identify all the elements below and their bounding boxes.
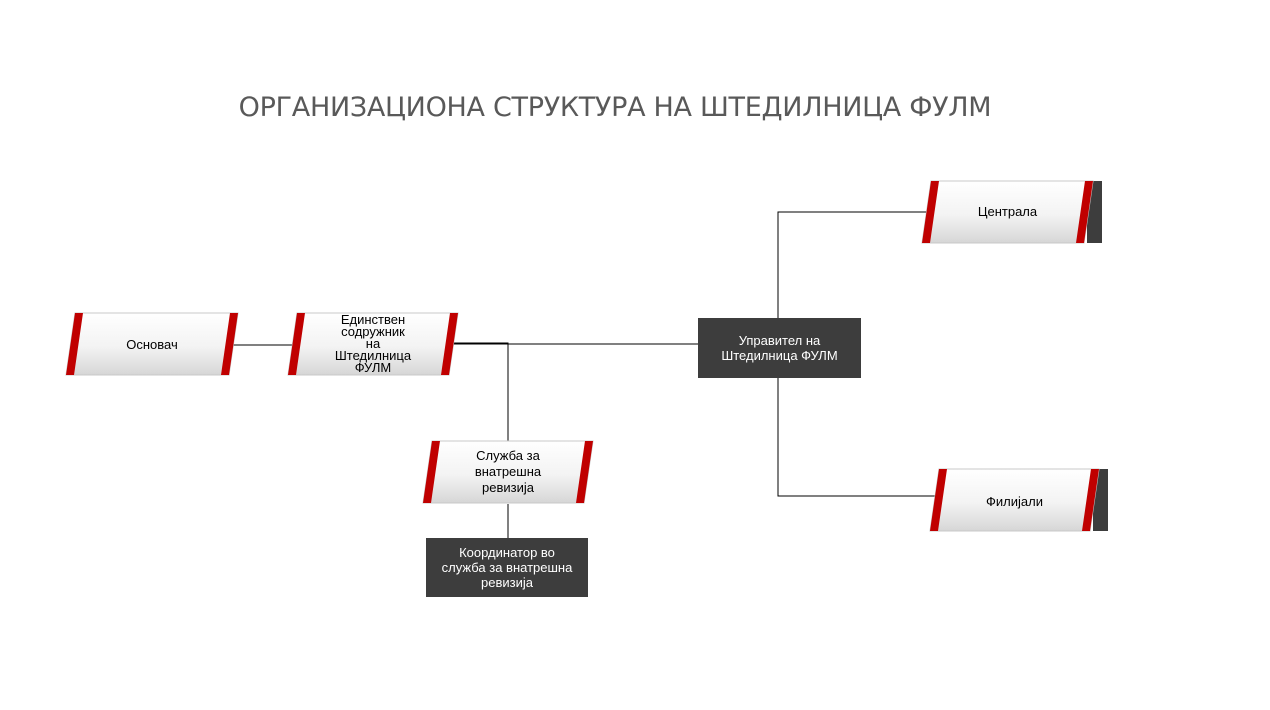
branches-box: Филијали: [929, 468, 1108, 532]
internal-audit-line-1: Служба за: [476, 448, 540, 463]
sole-partner-line-3: на: [365, 336, 381, 351]
connector-manager-headquarters: [777, 211, 930, 320]
founder-label: Основач: [126, 336, 178, 352]
manager-line-1: Управител на: [738, 333, 821, 348]
internal-audit-box: Служба за внатрешна ревизија: [422, 440, 594, 504]
sole-partner-line-4: Штедилница: [334, 348, 412, 363]
page-title: ОРГАНИЗАЦИОНА СТРУКТУРА НА ШТЕДИЛНИЦА ФУ…: [238, 92, 992, 123]
founder-box: Основач: [65, 312, 239, 376]
sole-partner-box: Единствен содружник на Штедилница ФУЛМ: [287, 312, 459, 376]
headquarters-label: Централа: [977, 203, 1038, 219]
branches-label: Филијали: [986, 493, 1043, 509]
internal-audit-line-3: ревизија: [482, 480, 534, 495]
audit-coordinator-line-1: Координатор во: [459, 545, 555, 560]
audit-coordinator-box: Координатор во служба за внатрешна ревиз…: [426, 538, 588, 597]
sole-partner-line-5: ФУЛМ: [354, 360, 392, 375]
connector-partner-audit: [452, 342, 509, 446]
manager-box: Управител на Штедилница ФУЛМ: [698, 318, 861, 378]
audit-coordinator-line-3: ревизија: [481, 575, 533, 590]
sole-partner-line-2: содружник: [341, 324, 405, 339]
headquarters-box: Централа: [921, 180, 1102, 244]
internal-audit-line-2: внатрешна: [474, 464, 542, 479]
audit-coordinator-line-2: служба за внатрешна: [441, 560, 573, 575]
internal-audit-label: Служба за внатрешна ревизија: [423, 441, 593, 503]
sole-partner-label: Единствен содружник на Штедилница ФУЛМ: [288, 313, 458, 375]
connector-manager-branches: [777, 376, 937, 497]
sole-partner-line-1: Единствен: [340, 312, 406, 327]
manager-line-2: Штедилница ФУЛМ: [721, 348, 838, 363]
